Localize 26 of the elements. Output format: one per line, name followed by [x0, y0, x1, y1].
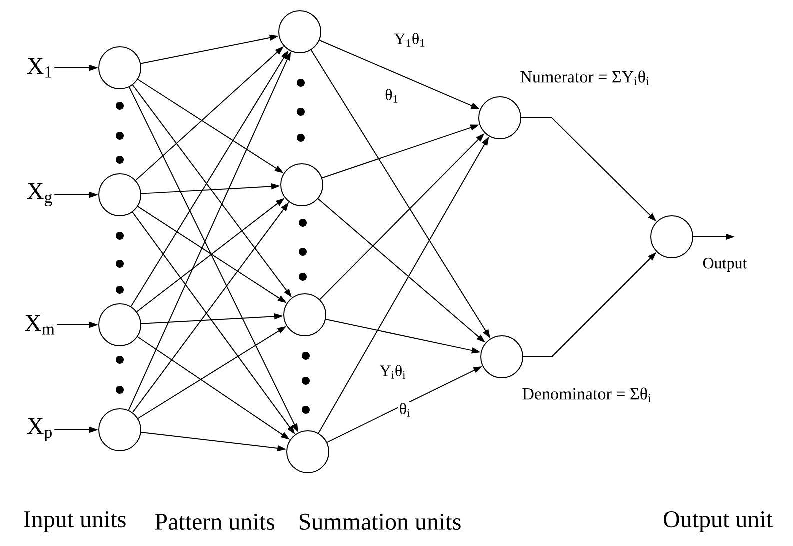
neuron-circle	[98, 408, 142, 452]
neuron-circle	[280, 164, 324, 206]
neuron-circle	[480, 336, 524, 378]
neuron-circle	[278, 10, 322, 54]
neuron-circle	[98, 46, 142, 90]
layer-label: Output unit	[664, 512, 773, 532]
sum-formula: Denominator = Σθ$_{i}$	[522, 388, 652, 402]
neuron-circle	[478, 96, 522, 140]
neuron-circle	[284, 294, 326, 336]
neuron-circle	[286, 430, 330, 474]
neuron-circle	[98, 174, 142, 216]
edge-label: Y$_{i}$θ$_{i}$	[378, 364, 408, 380]
edge-label: θ$_{i}$	[398, 402, 412, 418]
neuron-circle	[98, 303, 142, 346]
edge-label: Output	[702, 257, 748, 273]
layer-label: Pattern units	[155, 514, 274, 530]
neuron-circle	[650, 216, 694, 258]
input-label: X$_{m}$	[25, 315, 55, 335]
layer-label: Input units	[24, 512, 126, 532]
edge-label: Y$_{1}$θ$_{1}$	[393, 32, 427, 48]
input-label: X$_{g}$	[27, 183, 52, 207]
edge-label: θ$_{1}$	[384, 88, 400, 104]
input-label: X$_{1}$	[27, 58, 52, 78]
input-label: X$_{p}$	[27, 418, 52, 442]
sum-formula: Numerator = ΣY$_{i}$θ$_{i}$	[520, 70, 650, 86]
layer-label: Summation units	[300, 514, 461, 530]
